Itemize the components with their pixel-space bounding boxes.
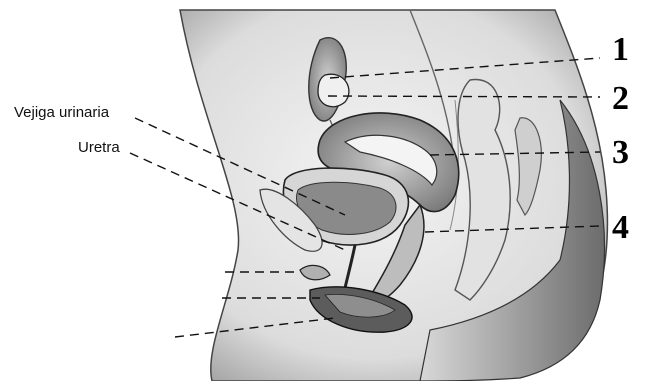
number-label-4: 4 [612,209,629,246]
number-label-1: 1 [612,31,629,68]
label-uretra: Uretra [78,139,120,156]
number-label-3: 3 [612,134,629,171]
label-vejiga-urinaria: Vejiga urinaria [14,104,110,121]
ovary [318,74,349,107]
number-label-2: 2 [612,80,629,117]
